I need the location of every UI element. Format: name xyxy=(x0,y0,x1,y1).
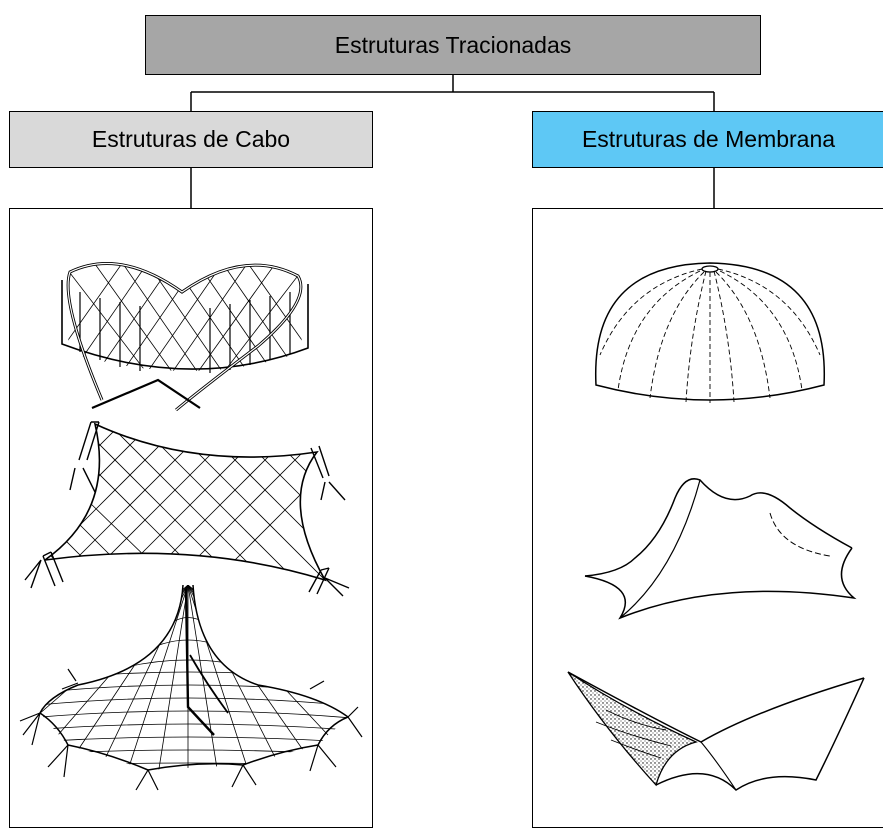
membrane-double-peak-icon xyxy=(584,478,857,620)
branch-node-cabo: Estruturas de Cabo xyxy=(9,111,373,168)
cabo-examples-panel xyxy=(9,208,373,828)
membrane-hypar-sail-icon xyxy=(567,671,865,791)
branch-node-membrana-label: Estruturas de Membrana xyxy=(581,126,836,152)
cable-net-saddle-ring-icon xyxy=(61,262,309,412)
cable-net-four-point-icon xyxy=(24,421,350,597)
branch-node-membrana: Estruturas de Membrana xyxy=(532,111,883,168)
root-node: Estruturas Tracionadas xyxy=(145,15,761,75)
pneumatic-dome-icon xyxy=(595,262,825,403)
membrana-examples-panel xyxy=(532,208,883,828)
cable-net-mast-tent-icon xyxy=(19,584,363,791)
branch-node-cabo-label: Estruturas de Cabo xyxy=(91,126,291,152)
root-node-label: Estruturas Tracionadas xyxy=(334,31,572,58)
